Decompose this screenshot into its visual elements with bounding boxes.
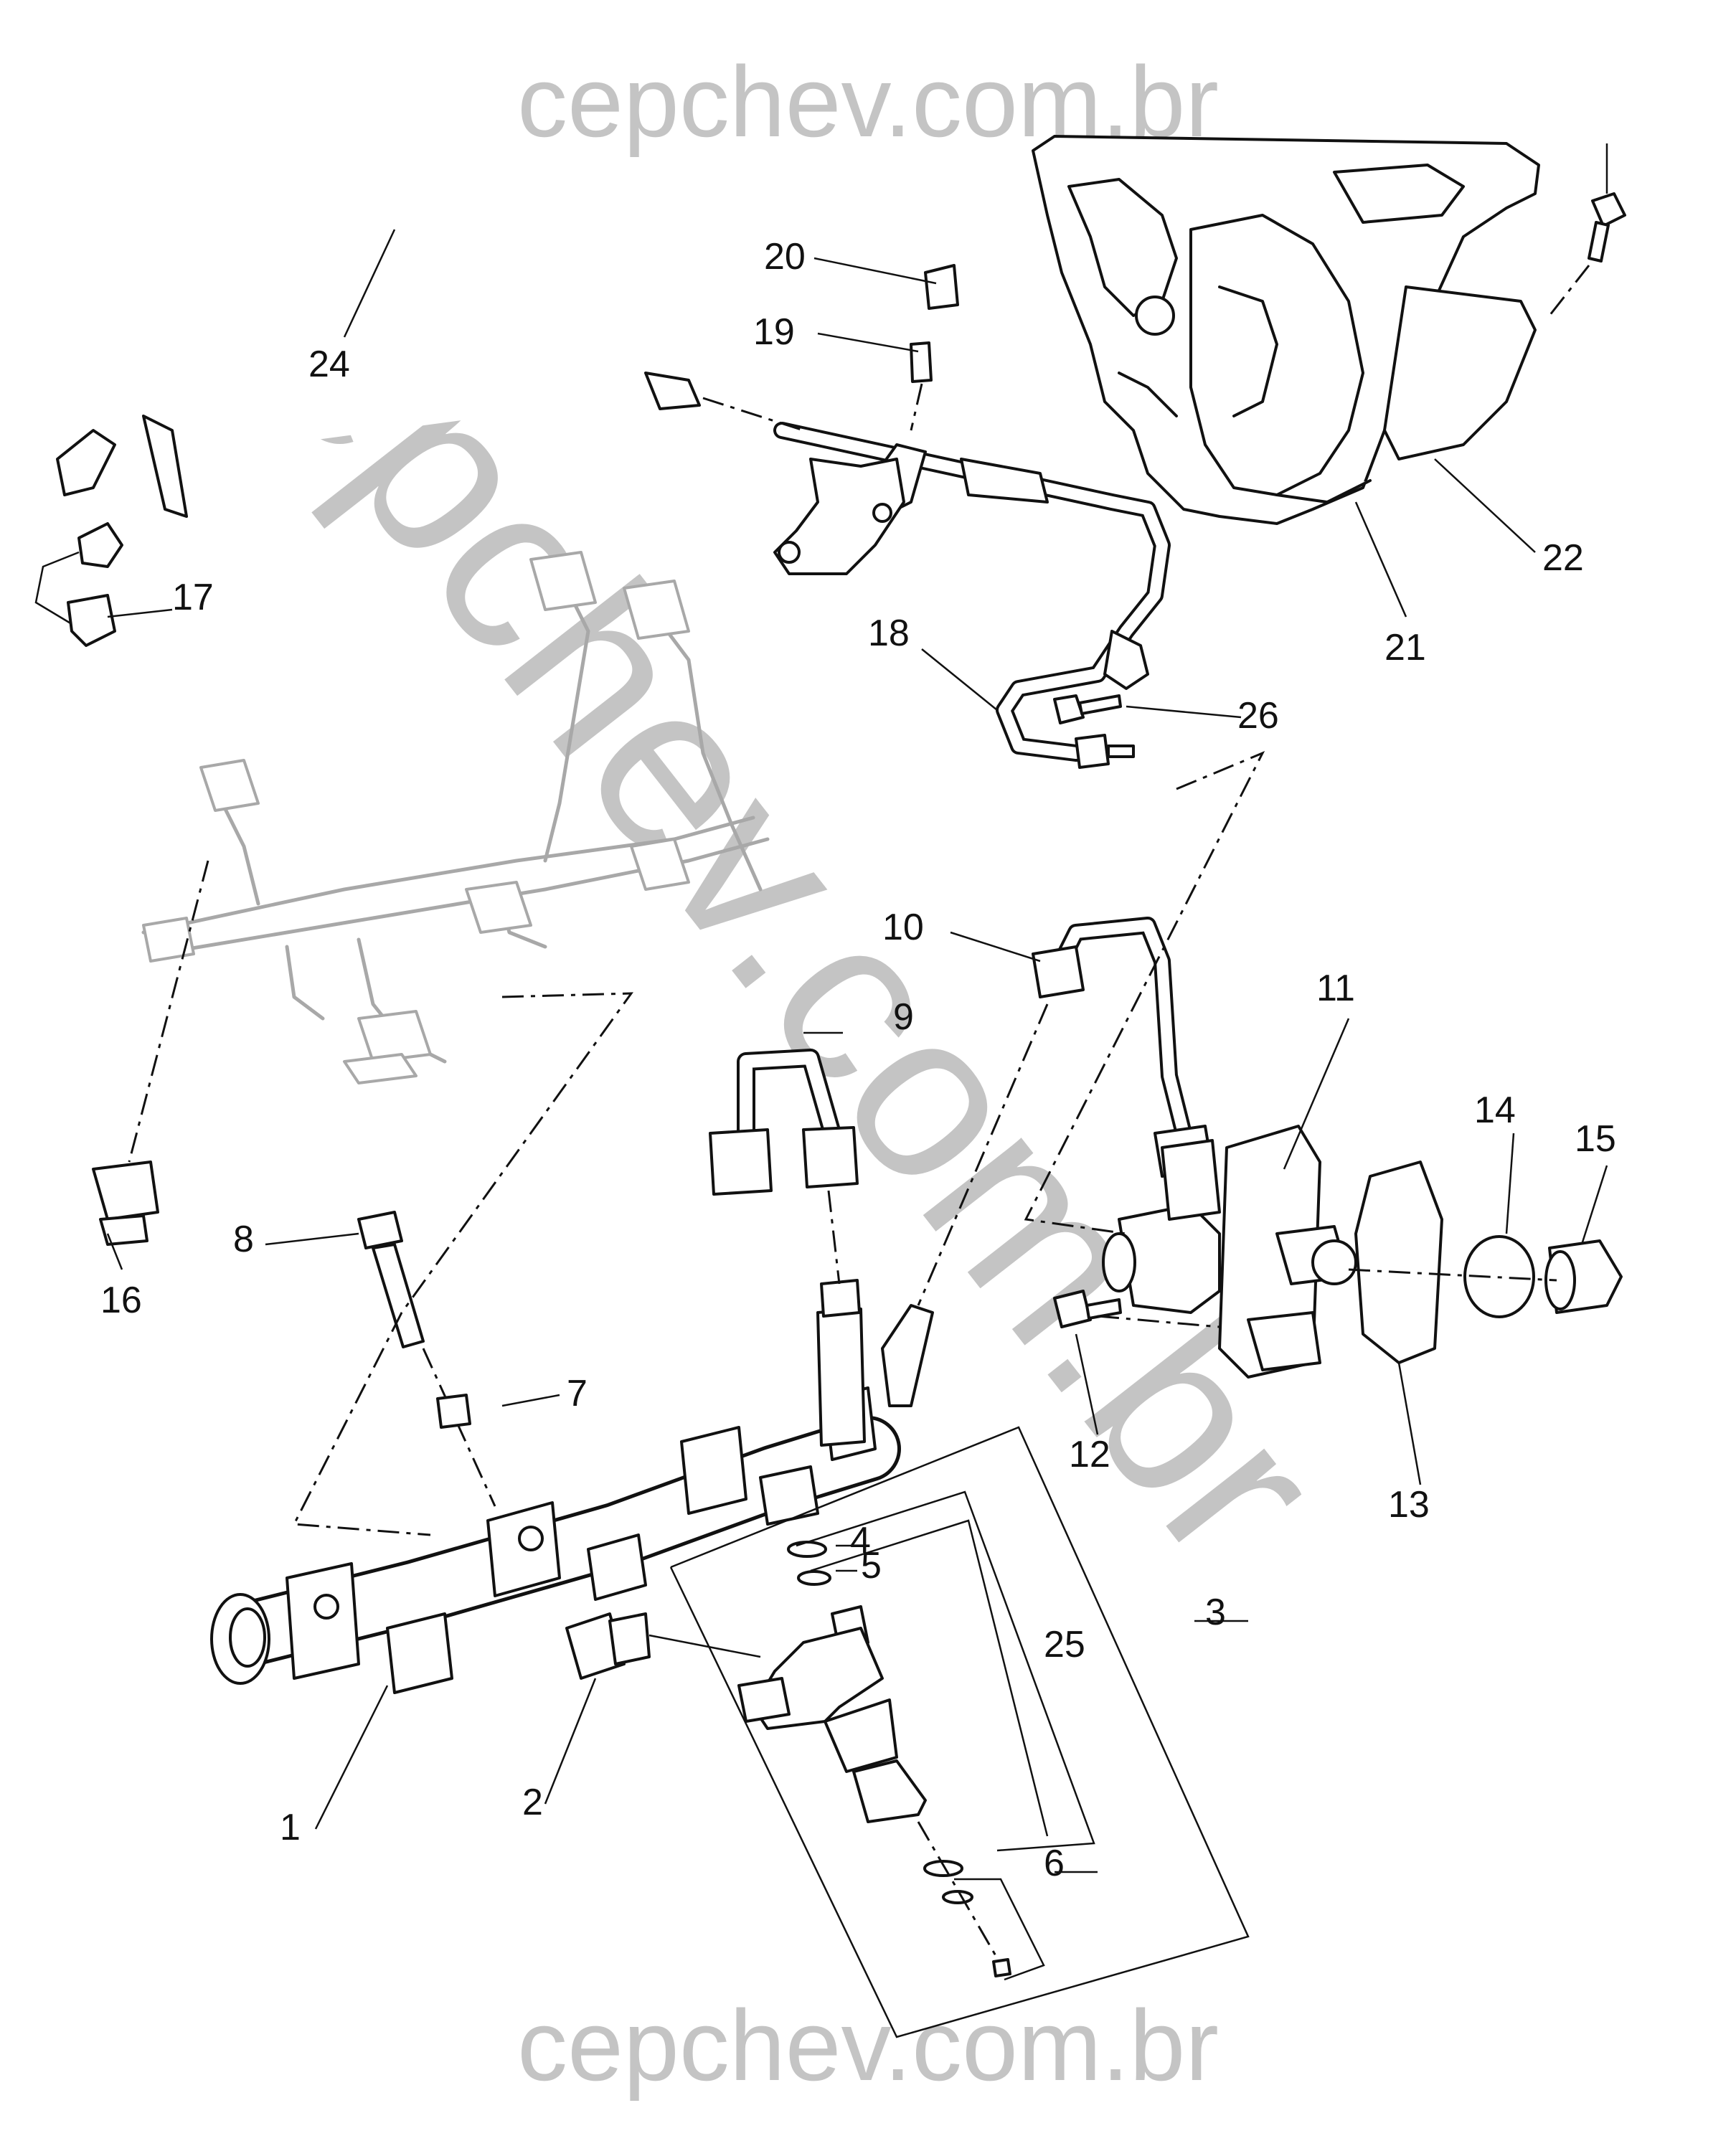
pump-centerline — [1348, 1268, 1557, 1282]
callout-18: 18 — [868, 613, 910, 654]
cover-bolt — [1548, 143, 1626, 316]
assembly-centerlines — [292, 397, 1265, 1536]
callout-14: 14 — [1474, 1089, 1516, 1131]
leader-lines — [106, 229, 1608, 1873]
callout-4: 4 — [850, 1520, 871, 1561]
callout-17: 17 — [172, 577, 214, 618]
callout-12: 12 — [1069, 1434, 1110, 1475]
fuel-feed-pipe — [773, 422, 1171, 769]
callout-8: 8 — [233, 1219, 254, 1260]
callout-7: 7 — [567, 1373, 588, 1414]
pump-gasket — [1354, 1161, 1443, 1364]
rail-spacer — [436, 1394, 471, 1429]
engine-cover-assembly — [1032, 135, 1540, 525]
rail-bolt — [357, 1211, 496, 1507]
hose-clip — [34, 522, 123, 647]
callout-10: 10 — [882, 907, 924, 948]
callout-6: 6 — [1044, 1843, 1065, 1884]
callout-16: 16 — [100, 1280, 142, 1321]
callout-19: 19 — [753, 311, 795, 353]
fuel-injector — [737, 1541, 1011, 1977]
watermark-bottom: cepchev.com.br — [517, 1989, 1219, 2102]
callout-22: 22 — [1542, 537, 1584, 579]
callout-21: 21 — [1384, 627, 1426, 668]
pipe-bolt — [1053, 694, 1122, 724]
fuel-pressure-sensor — [92, 860, 209, 1246]
callout-24: 24 — [308, 344, 350, 385]
callout-9: 9 — [893, 996, 914, 1038]
pump-bolt — [1053, 1290, 1122, 1328]
callout-5: 5 — [861, 1545, 882, 1587]
fuel-pump — [1102, 1125, 1357, 1379]
callout-20: 20 — [764, 236, 806, 278]
crossover-pipe — [709, 1049, 859, 1285]
injector-clip — [565, 1612, 761, 1680]
callout-3: 3 — [1205, 1592, 1226, 1633]
callout-15: 15 — [1575, 1118, 1616, 1160]
callout-labels: 1 2 3 4 5 6 7 8 9 10 11 12 13 14 15 16 1… — [100, 236, 1616, 1884]
callout-13: 13 — [1388, 1484, 1430, 1526]
callout-1: 1 — [280, 1807, 301, 1848]
pressure-fitting — [910, 264, 959, 431]
pump-follower — [1544, 1239, 1623, 1314]
callout-2: 2 — [522, 1782, 543, 1823]
fuel-rail — [210, 1279, 934, 1694]
callout-26: 26 — [1237, 695, 1279, 737]
callout-25: 25 — [1044, 1624, 1085, 1665]
kit-brackets — [669, 1426, 1250, 2038]
callout-11: 11 — [1316, 968, 1355, 1009]
injector-wiring-harness — [141, 551, 770, 1084]
fuel-feed-hose — [56, 186, 701, 518]
